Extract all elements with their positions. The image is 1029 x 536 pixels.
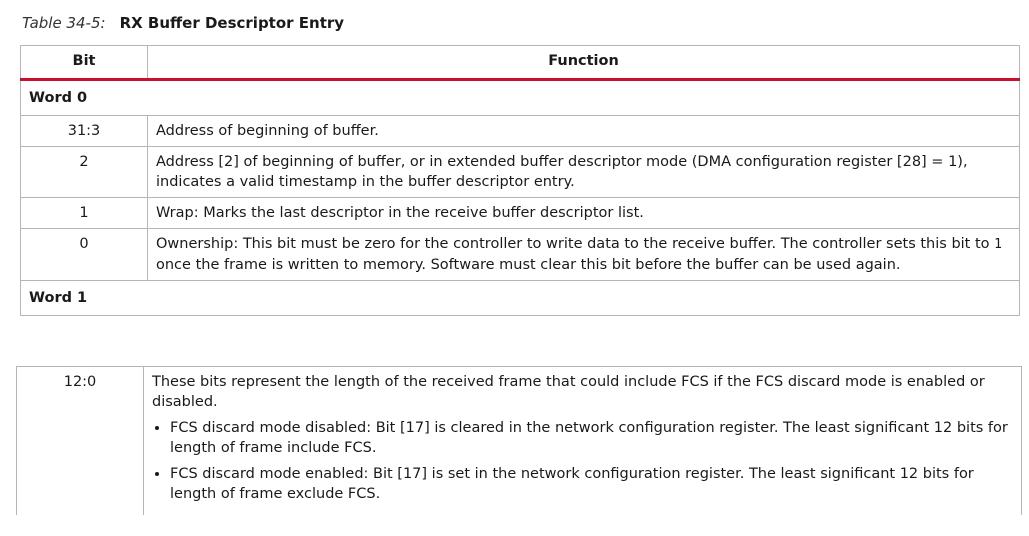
- section-row: Word 1: [20, 280, 1020, 316]
- bit-cell: 2: [20, 146, 148, 198]
- word1-label: Word 1: [20, 280, 1020, 316]
- function-cell: These bits represent the length of the r…: [143, 366, 1022, 515]
- header-function: Function: [147, 45, 1020, 81]
- header-bit: Bit: [20, 45, 148, 81]
- list-item: FCS discard mode disabled: Bit [17] is c…: [170, 418, 1013, 458]
- bullet-list: FCS discard mode disabled: Bit [17] is c…: [152, 418, 1013, 504]
- table-caption: Table 34-5: RX Buffer Descriptor Entry: [22, 14, 344, 32]
- section-row: Word 0: [20, 79, 1020, 116]
- table-title: RX Buffer Descriptor Entry: [119, 14, 345, 32]
- function-text: Ownership: This bit must be zero for the…: [156, 236, 995, 252]
- header-row: Bit Function: [20, 45, 1020, 81]
- rx-buffer-descriptor-table-continued: 12:0 These bits represent the length of …: [16, 366, 1022, 515]
- function-text: These bits represent the length of the r…: [152, 374, 985, 410]
- bit-cell: 12:0: [16, 366, 144, 515]
- table-number: Table 34-5:: [22, 14, 106, 32]
- function-cell: Wrap: Marks the last descriptor in the r…: [147, 197, 1020, 229]
- bit-cell: 0: [20, 228, 148, 281]
- function-cell: Address [2] of beginning of buffer, or i…: [147, 146, 1020, 198]
- code-value: 1: [994, 237, 1002, 252]
- function-cell: Address of beginning of buffer.: [147, 115, 1020, 147]
- list-item: FCS discard mode enabled: Bit [17] is se…: [170, 464, 1013, 504]
- bit-cell: 1: [20, 197, 148, 229]
- function-text: once the frame is written to memory. Sof…: [156, 257, 901, 273]
- word0-label: Word 0: [20, 79, 1020, 116]
- table-row: 0 Ownership: This bit must be zero for th…: [20, 228, 1020, 281]
- bit-cell: 31:3: [20, 115, 148, 147]
- table-row: 12:0 These bits represent the length of …: [16, 366, 1022, 515]
- function-cell: Ownership: This bit must be zero for the…: [147, 228, 1020, 281]
